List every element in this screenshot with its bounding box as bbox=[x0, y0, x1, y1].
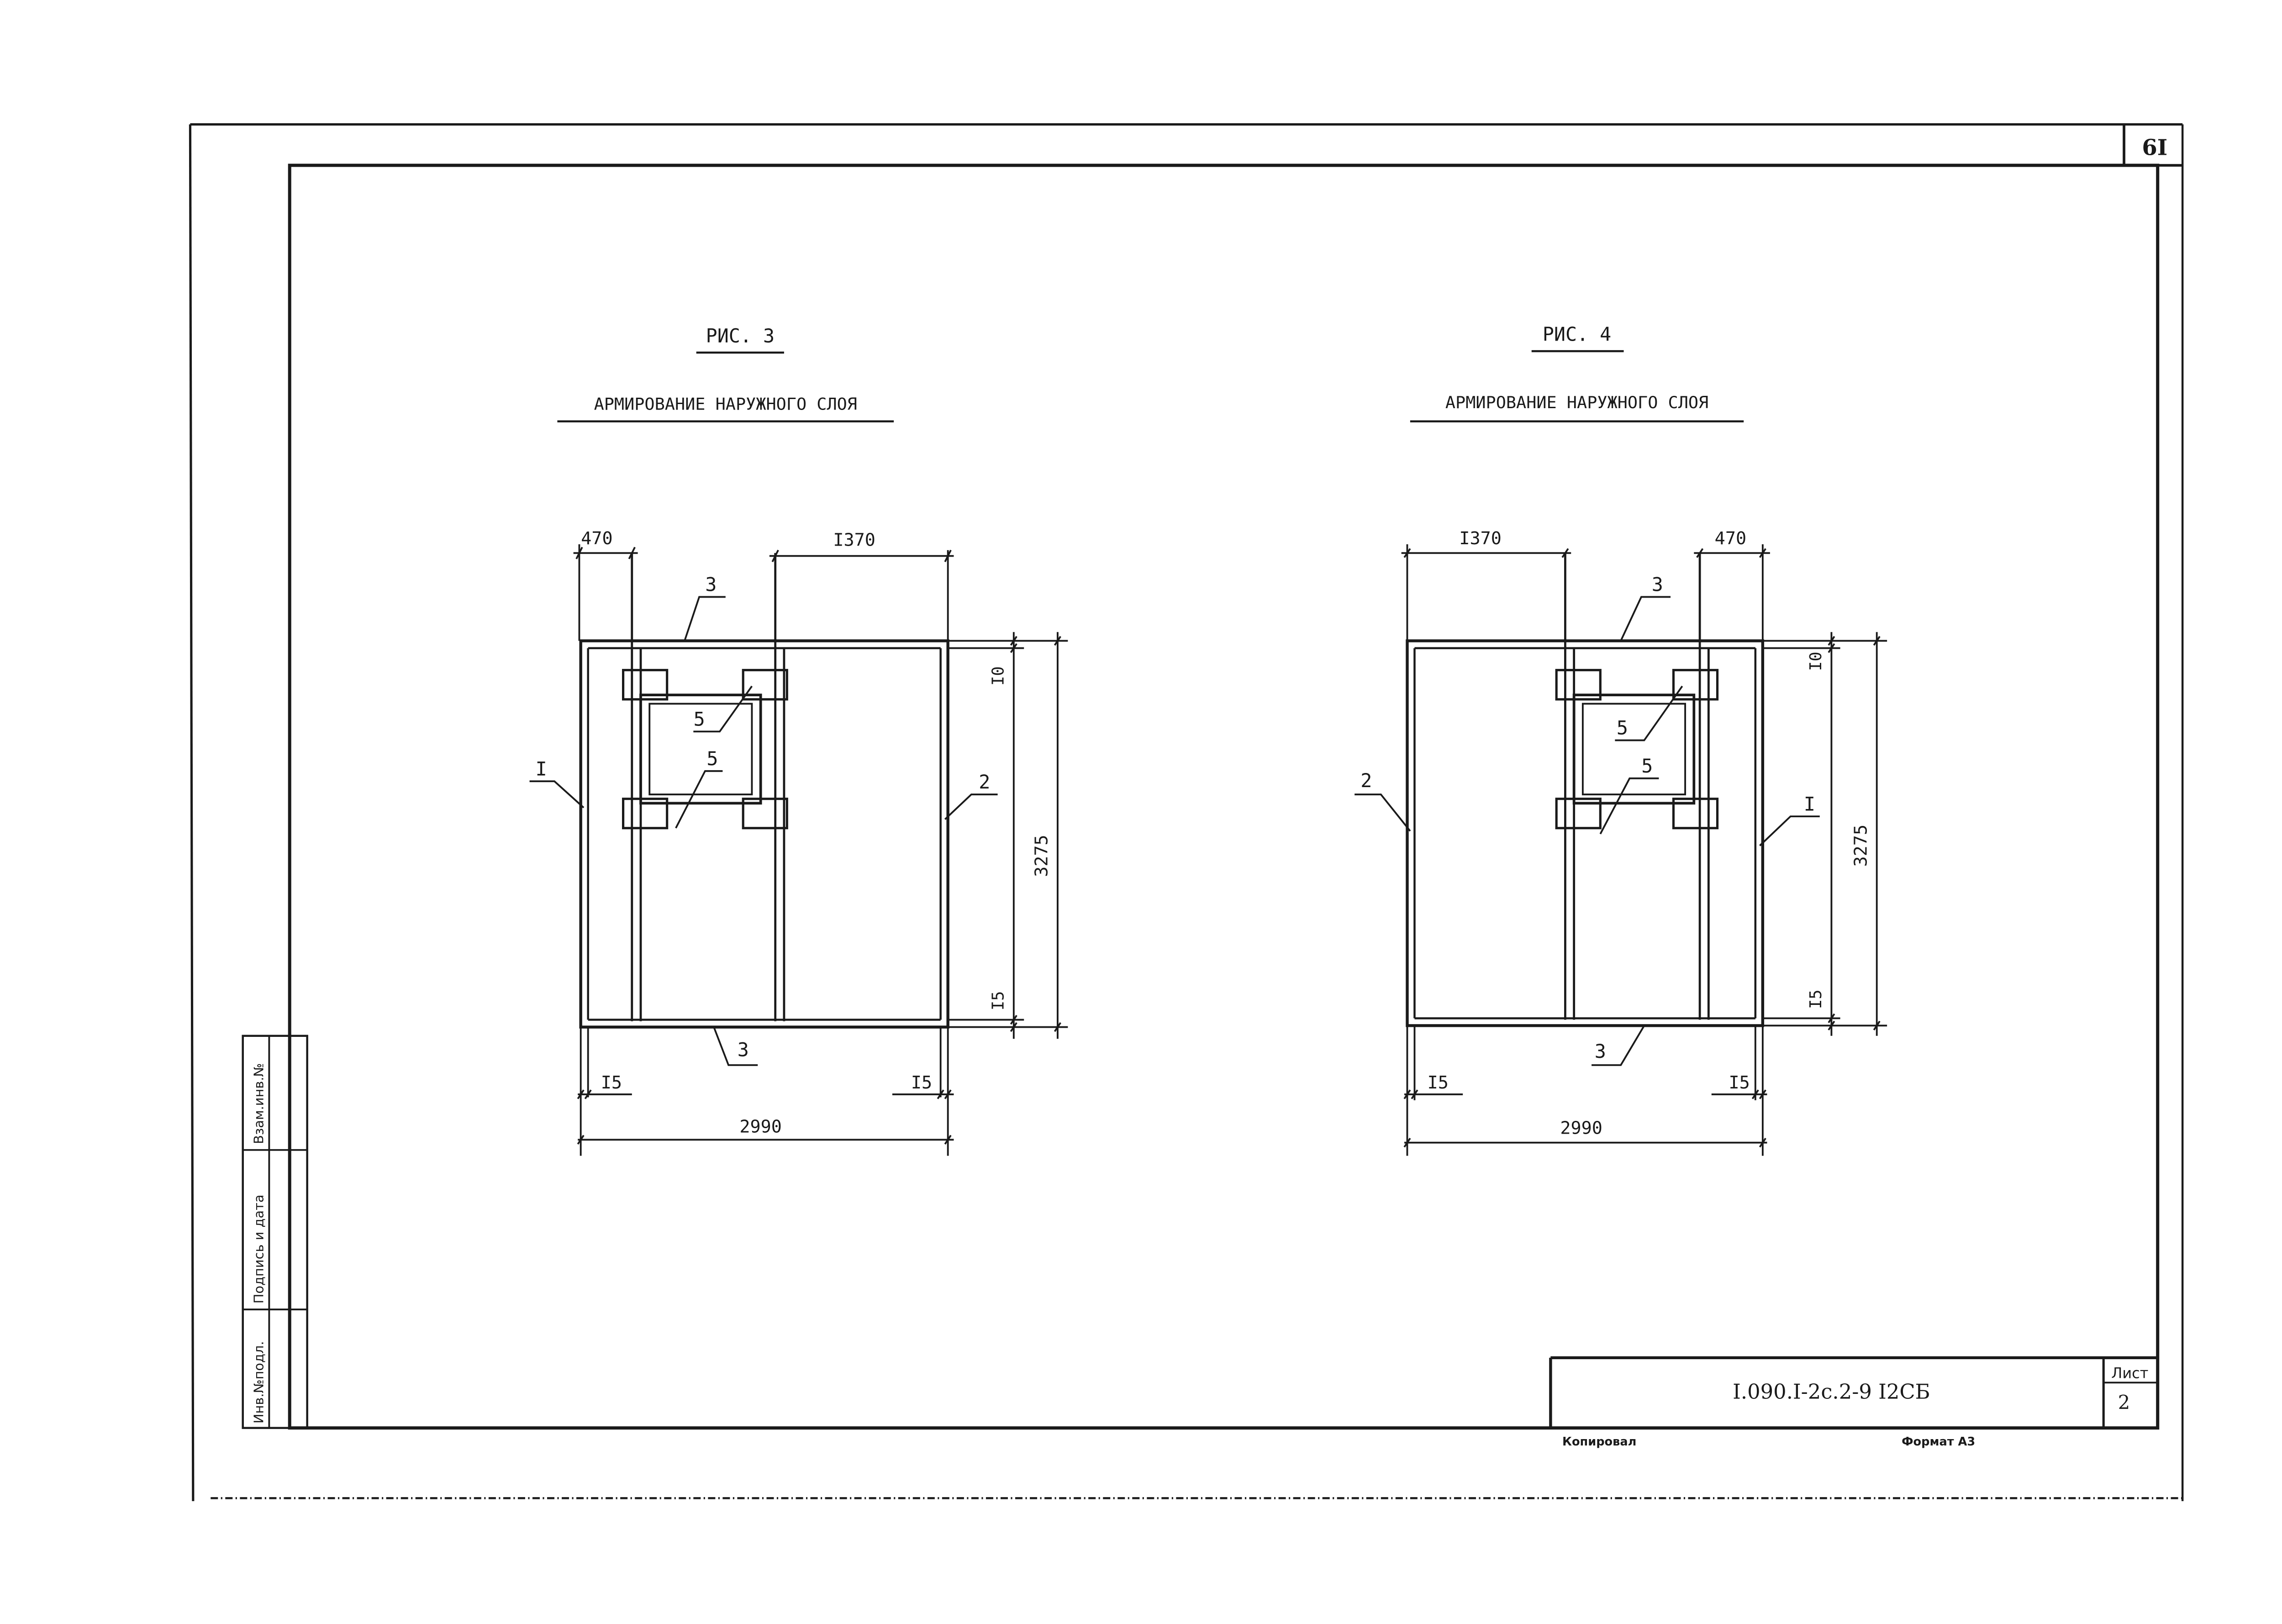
figure-3-callout-frame-5-upper: 5 bbox=[694, 708, 705, 730]
figure-3-title: АРМИРОВАНИЕ НАРУЖНОГО СЛОЯ bbox=[594, 394, 857, 414]
figure-4-vertical-bars bbox=[1564, 553, 1710, 1020]
figure-4-dimensions: I370 470 I0 3275 I5 I5 I5 2990 bbox=[1401, 528, 1887, 1156]
figure-4: РИС. 4 АРМИРОВАНИЕ НАРУЖНОГО СЛОЯ bbox=[1354, 323, 1887, 1156]
figure-3-dim-bottom-left-15: I5 bbox=[601, 1072, 622, 1093]
figure-3-callouts: 3 3 I 2 5 5 bbox=[529, 573, 998, 1066]
figure-4-dim-470: 470 bbox=[1715, 528, 1746, 549]
figure-3-dim-1370: I370 bbox=[833, 530, 875, 550]
figure-3-dim-bottom-right-15: I5 bbox=[911, 1072, 932, 1093]
sheet-border bbox=[189, 123, 2184, 1501]
figure-4-callout-top-3: 3 bbox=[1652, 573, 1663, 596]
figure-4-callouts: 3 3 2 I 5 5 bbox=[1354, 573, 1820, 1066]
figure-3-callout-left-1: I bbox=[536, 757, 547, 780]
figure-4-panel bbox=[1406, 639, 1765, 1027]
figure-4-callout-right-1: I bbox=[1804, 793, 1815, 815]
figure-3-callout-frame-5-lower: 5 bbox=[706, 747, 718, 770]
format-label: Формат А3 bbox=[1902, 1435, 1975, 1449]
figure-4-title: АРМИРОВАНИЕ НАРУЖНОГО СЛОЯ bbox=[1445, 393, 1708, 412]
side-stamp: Инв.№подл. Подпись и дата Взам.инв.№ bbox=[242, 1035, 308, 1429]
page-number: 6I bbox=[2142, 135, 2167, 161]
figure-4-dim-right-15: I5 bbox=[1807, 989, 1825, 1009]
copied-label: Копировал bbox=[1562, 1435, 1636, 1449]
figure-4-label: РИС. 4 bbox=[1543, 323, 1611, 346]
figure-3: РИС. 3 АРМИРОВАНИЕ НАРУЖНОГО СЛОЯ bbox=[529, 325, 1068, 1156]
figure-4-callout-bottom-3: 3 bbox=[1595, 1040, 1606, 1062]
sheet-number: 2 bbox=[2118, 1391, 2130, 1414]
figure-4-dim-2990: 2990 bbox=[1560, 1118, 1602, 1138]
figure-4-dim-1370: I370 bbox=[1459, 528, 1502, 549]
sheet-label: Лист bbox=[2111, 1365, 2148, 1382]
title-block: I.090.I-2c.2-9 I2СБ Лист 2 Копировал Фор… bbox=[1549, 1356, 2158, 1449]
figure-4-callout-frame-5-upper: 5 bbox=[1617, 717, 1628, 739]
figure-4-opening-frame bbox=[1555, 658, 1719, 840]
figure-3-panel bbox=[579, 639, 949, 1029]
figure-4-dim-3275: 3275 bbox=[1850, 825, 1871, 867]
figure-3-callout-top-3: 3 bbox=[705, 573, 717, 596]
document-designation: I.090.I-2c.2-9 I2СБ bbox=[1733, 1379, 1930, 1403]
page-number-box: 6I bbox=[2123, 124, 2183, 167]
inner-frame bbox=[288, 163, 2160, 1430]
figure-4-dim-bottom-right-15: I5 bbox=[1729, 1072, 1750, 1093]
side-stamp-replace-label: Взам.инв.№ bbox=[251, 1063, 267, 1144]
figure-4-dim-bottom-left-15: I5 bbox=[1428, 1072, 1449, 1093]
figure-4-dim-right-10: I0 bbox=[1807, 652, 1825, 671]
side-stamp-signature-label: Подпись и дата bbox=[251, 1194, 267, 1303]
figure-3-dim-right-10: I0 bbox=[989, 666, 1007, 685]
side-stamp-inv-label: Инв.№подл. bbox=[251, 1341, 267, 1424]
figure-3-dim-right-15: I5 bbox=[989, 991, 1007, 1010]
figure-3-label: РИС. 3 bbox=[706, 325, 775, 347]
figure-4-callout-left-2: 2 bbox=[1360, 769, 1372, 792]
figure-3-dimensions: 470 I370 I0 3275 I5 I5 I5 2990 bbox=[573, 528, 1068, 1156]
figure-3-callout-bottom-3: 3 bbox=[738, 1039, 749, 1061]
figure-3-dim-470: 470 bbox=[581, 528, 612, 549]
figure-3-callout-right-2: 2 bbox=[979, 771, 990, 793]
figure-3-dim-2990: 2990 bbox=[739, 1116, 782, 1137]
figure-3-opening-frame bbox=[622, 658, 788, 840]
figure-3-dim-3275: 3275 bbox=[1032, 835, 1052, 877]
figure-4-callout-frame-5-lower: 5 bbox=[1641, 755, 1653, 777]
